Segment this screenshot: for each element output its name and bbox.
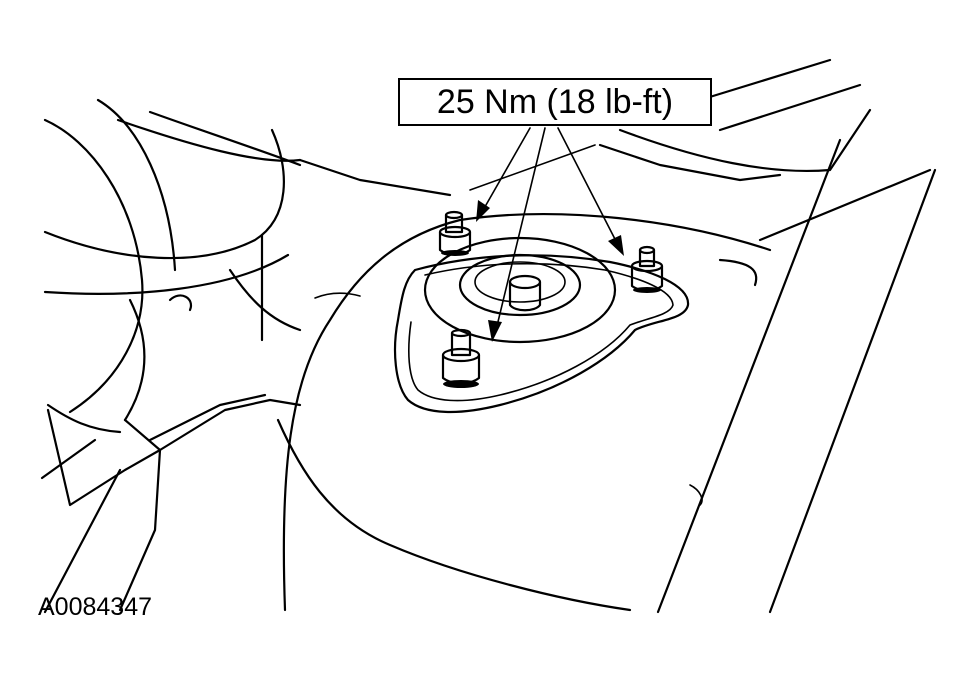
torque-callout-label: 25 Nm (18 lb-ft) (436, 82, 674, 121)
mounting-nut-right (630, 245, 664, 293)
vehicle-body-linework (40, 98, 452, 614)
arrowhead-right (608, 235, 624, 256)
callout-leader-lines (476, 127, 624, 342)
strut-center-stud (508, 274, 542, 312)
strut-tower (276, 58, 937, 614)
mounting-nut-left (438, 210, 472, 256)
mounting-nut-front (441, 328, 481, 388)
arrowhead-front (488, 320, 502, 342)
figure-id-label: A0084347 (38, 593, 153, 621)
torque-callout: 25 Nm (18 lb-ft) (398, 78, 712, 126)
strut-mount (393, 236, 690, 413)
arrowhead-left (476, 200, 490, 222)
